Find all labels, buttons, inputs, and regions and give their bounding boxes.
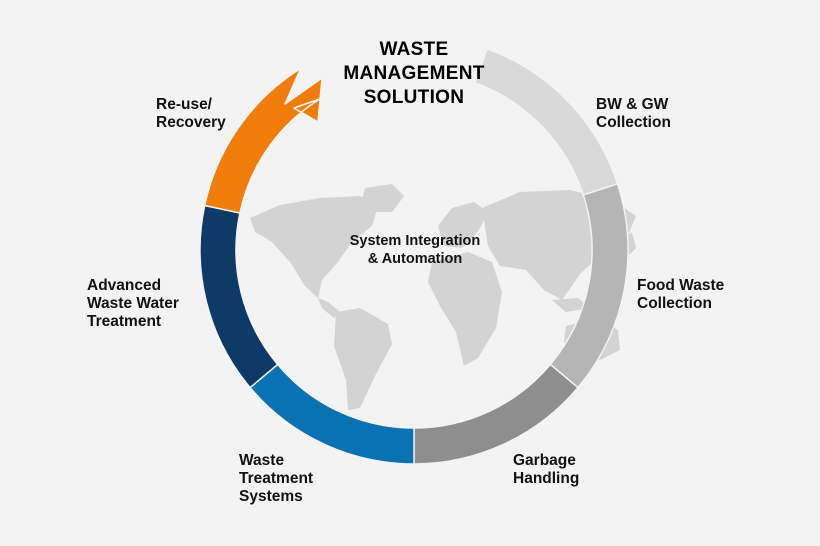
- segment-label-waste-treatment-systems: Waste Treatment Systems: [239, 452, 314, 505]
- cycle-ring: [199, 47, 629, 465]
- center-label: System Integration & Automation: [349, 233, 481, 267]
- diagram-title: WASTE MANAGEMENT SOLUTION: [343, 39, 485, 108]
- segment-label-bw-gw-collection: BW & GW Collection: [596, 96, 671, 131]
- ring-segment-garbage-handling: [413, 363, 579, 465]
- segment-label-food-waste-collection: Food Waste Collection: [637, 277, 725, 312]
- ring-segment-reuse-recovery-arrow: [203, 67, 323, 214]
- ring-segment-waste-treatment-systems: [249, 363, 415, 465]
- segment-label-advanced-waste-water-treatment: Advanced Waste Water Treatment: [87, 277, 179, 330]
- segment-label-reuse-recovery: Re-use/ Recovery: [156, 96, 226, 131]
- segment-label-garbage-handling: Garbage Handling: [513, 452, 580, 487]
